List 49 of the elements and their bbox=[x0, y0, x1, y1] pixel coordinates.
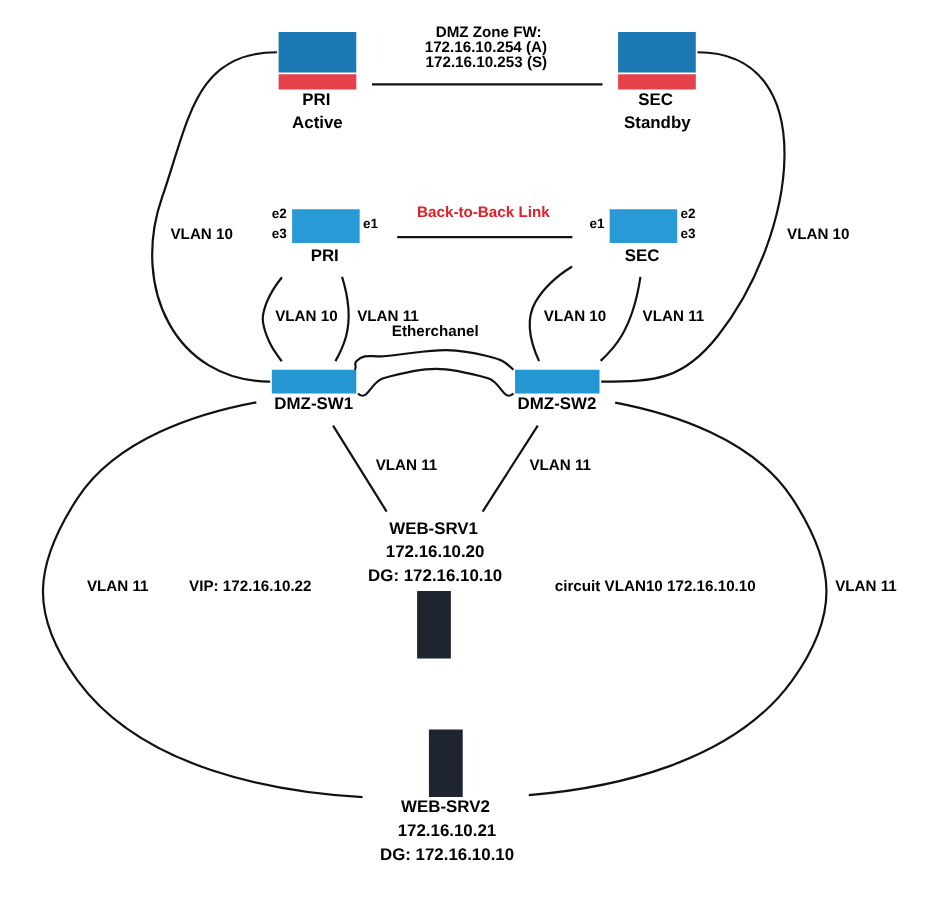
edge-label: DMZ Zone FW: 172.16.10.254 (A) 172.16.10.253 (S) bbox=[424, 22, 548, 71]
edge-label: VLAN 10 bbox=[170, 225, 233, 244]
node-box bbox=[609, 209, 678, 244]
node-label: SEC bbox=[624, 244, 660, 265]
edge-label: VLAN 11 bbox=[529, 455, 592, 474]
edge-label: VLAN 11 bbox=[642, 307, 705, 326]
edge-label: VLAN 11 bbox=[375, 455, 438, 474]
node-box bbox=[271, 369, 357, 394]
edge-label: Etherchanel bbox=[391, 322, 479, 341]
connector bbox=[397, 236, 573, 239]
node-label: Standby bbox=[624, 112, 691, 133]
edge-label: VLAN 11 bbox=[86, 577, 149, 596]
connector bbox=[601, 51, 786, 383]
node-label: WEB-SRV1 bbox=[389, 517, 479, 538]
edge-label: VLAN 11 bbox=[357, 307, 419, 326]
connector bbox=[357, 367, 515, 397]
node-label: DG: 172.16.10.10 bbox=[368, 564, 503, 585]
connector bbox=[353, 349, 515, 371]
node-box bbox=[417, 591, 451, 659]
edge-label: VLAN 10 bbox=[275, 307, 338, 326]
edge-label: Back-to-Back Link bbox=[417, 203, 550, 222]
edge-label: VLAN 10 bbox=[787, 225, 850, 244]
edge-label: VLAN 11 bbox=[835, 577, 897, 596]
connector bbox=[481, 425, 539, 513]
node-label: Active bbox=[292, 112, 343, 133]
node-label: PRI bbox=[310, 244, 339, 265]
connector bbox=[261, 276, 283, 362]
connector bbox=[372, 83, 603, 86]
label: circuit VLAN10 172.16.10.10 bbox=[554, 577, 756, 596]
node-label: DMZ-SW1 bbox=[274, 392, 354, 413]
connector bbox=[334, 276, 350, 362]
connector bbox=[599, 276, 642, 362]
connector bbox=[42, 401, 363, 799]
edge-label: VLAN 10 bbox=[543, 307, 607, 326]
connector bbox=[528, 265, 573, 362]
connector bbox=[332, 425, 388, 513]
node-box bbox=[292, 209, 360, 244]
node-label: SEC bbox=[638, 88, 674, 109]
node-label: 172.16.10.20 bbox=[385, 541, 485, 562]
label: VIP: 172.16.10.22 bbox=[189, 577, 312, 596]
node-label: 172.16.10.21 bbox=[397, 819, 497, 840]
node-label: DMZ-SW2 bbox=[517, 392, 597, 413]
connector bbox=[151, 51, 277, 383]
node-label: DG: 172.16.10.10 bbox=[379, 843, 515, 864]
node-box bbox=[428, 729, 463, 798]
connector bbox=[528, 401, 828, 797]
node-label: WEB-SRV2 bbox=[401, 796, 490, 817]
node-label: PRI bbox=[302, 88, 331, 109]
node-box bbox=[515, 369, 600, 394]
